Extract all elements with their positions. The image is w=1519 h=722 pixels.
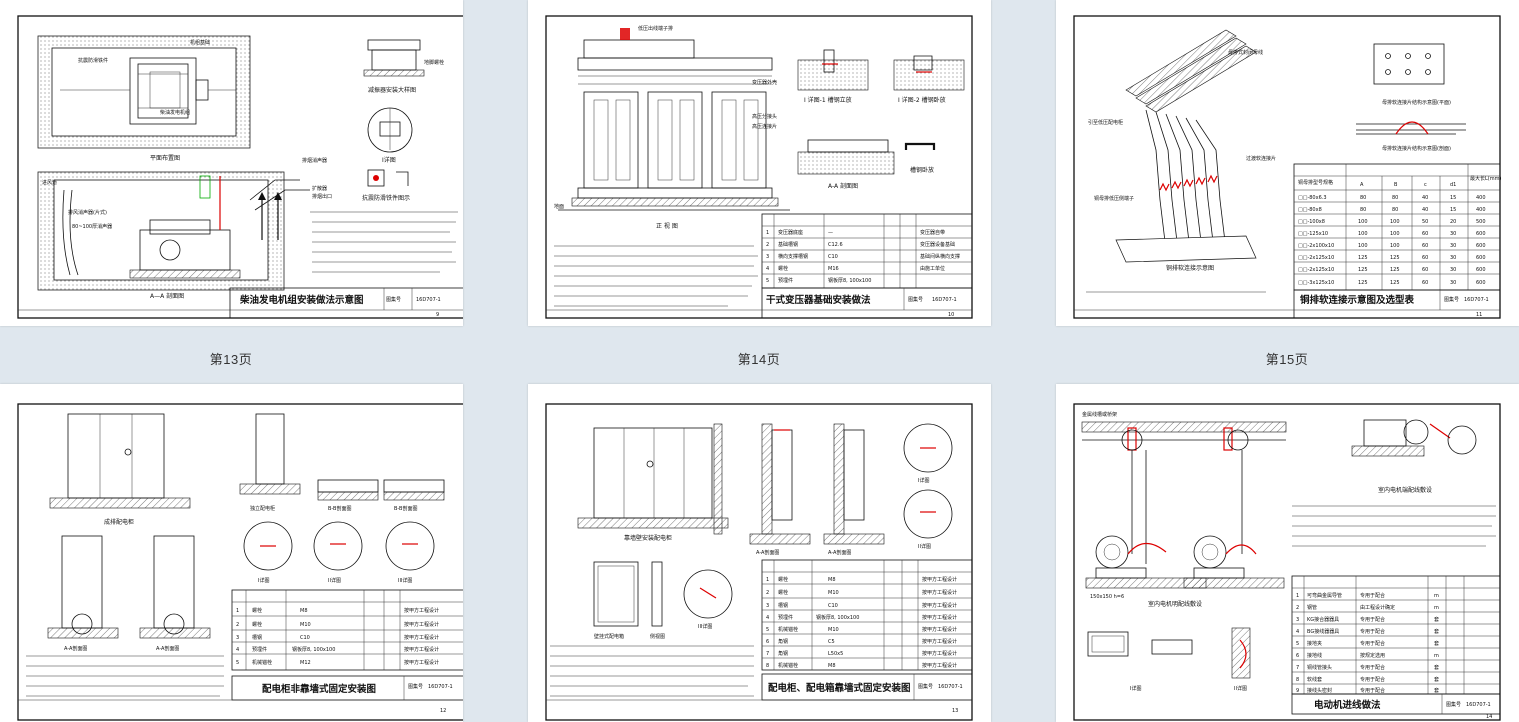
- page-label-15: 第15页: [1265, 352, 1309, 367]
- page-label-14: 第14页: [737, 352, 781, 367]
- page-thumbnail-15[interactable]: 铜排软连接示意图及选型表 图集号 16D707-1 11 铜排软连接示意图 母排…: [1056, 0, 1519, 326]
- page-label-13: 第13页: [209, 352, 253, 367]
- page-thumbnail-14[interactable]: 干式变压器基础安装做法 图集号 16D707-1 10 正 视 图 I 详图-1…: [528, 0, 991, 326]
- page-thumbnail-17[interactable]: 配电柜、配电箱靠墙式固定安装图 图集号 16D707-1 13 靠墙壁安装配电柜…: [528, 384, 991, 722]
- page-thumbnail-18[interactable]: 电动机进线做法 图集号 16D707-1 14 室内电机端配线敷设 室内电机明配…: [1056, 384, 1519, 722]
- page-thumbnail-13[interactable]: 柴油发电机组安装做法示意图 图集号 16D707-1 9 平面布置图 A—A 剖…: [0, 0, 463, 326]
- page-thumbnail-16[interactable]: 配电柜非靠墙式固定安装图 图集号 16D707-1 12 成排配电柜 独立配电柜…: [0, 384, 463, 722]
